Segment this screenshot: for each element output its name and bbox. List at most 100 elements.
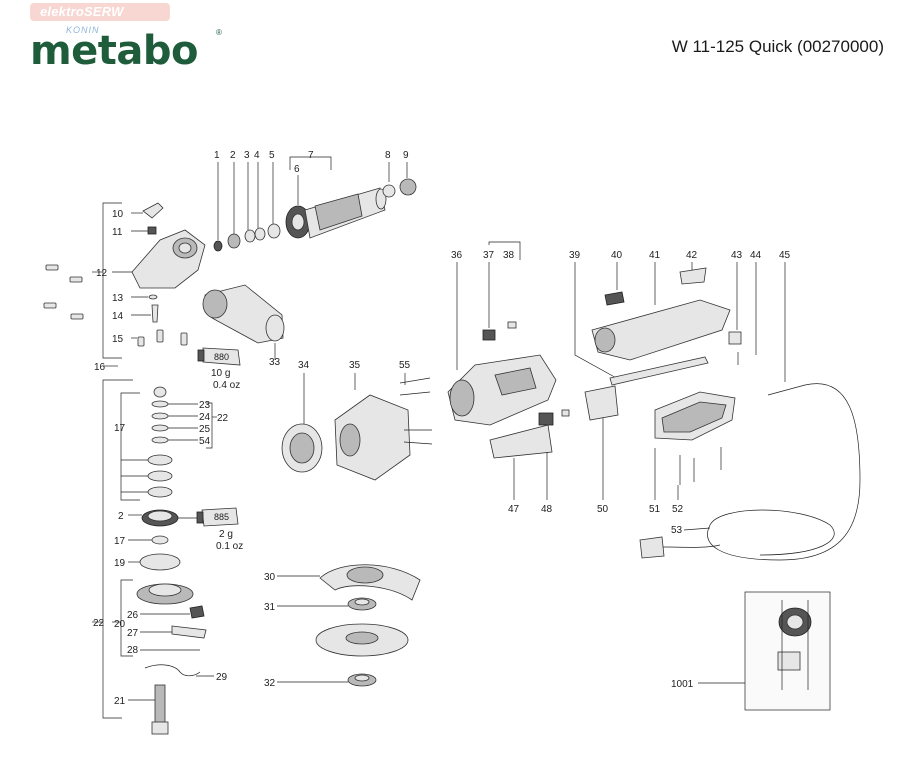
part-35-stator	[334, 373, 433, 481]
part-10-lever	[142, 202, 164, 219]
header: elektroSERW KONIN metabo ® W 11-125 Quic…	[0, 0, 918, 90]
callout-21: 21	[114, 696, 126, 707]
callout-30: 30	[264, 572, 276, 583]
brand-logo: metabo	[30, 28, 199, 74]
callout-2-b: 2	[118, 511, 124, 522]
watermark-badge	[30, 3, 170, 21]
registered-mark: ®	[216, 28, 222, 37]
lower-gear-parts	[128, 535, 214, 735]
grinding-disc	[315, 623, 409, 657]
watermark-text: elektroSERW	[40, 4, 124, 19]
callout-27: 27	[127, 628, 139, 639]
callout-51: 51	[649, 504, 661, 515]
part-31-flange	[277, 597, 377, 611]
part-30-wheel-guard	[277, 564, 421, 601]
grease-885-weight: 2 g	[219, 529, 233, 540]
callout-42: 42	[686, 250, 698, 261]
callout-47: 47	[508, 504, 520, 515]
part-32-clamping-nut	[277, 673, 377, 687]
callout-41: 41	[649, 250, 661, 261]
model-title: W 11-125 Quick (00270000)	[671, 37, 884, 56]
callout-39: 39	[569, 250, 581, 261]
callout-3: 3	[244, 150, 250, 161]
parts-37-38-brushes	[482, 241, 521, 341]
callout-53: 53	[671, 525, 683, 536]
callout-10: 10	[112, 209, 124, 220]
callout-22-b: 22	[93, 618, 105, 629]
screws-left	[43, 264, 188, 347]
callout-54: 54	[199, 436, 211, 447]
part-14-pin	[151, 304, 159, 323]
callout-44: 44	[750, 250, 762, 261]
callout-36: 36	[451, 250, 463, 261]
callout-4: 4	[254, 150, 260, 161]
part-41-handle-cover	[591, 299, 731, 361]
callout-11: 11	[112, 227, 123, 238]
callout-50: 50	[597, 504, 609, 515]
part-51-handle-shell	[654, 391, 736, 500]
callout-24: 24	[199, 412, 211, 423]
callout-38: 38	[503, 250, 515, 261]
part-45-53-power-cord	[639, 262, 861, 561]
callout-17-a: 17	[114, 423, 126, 434]
callout-34: 34	[298, 360, 310, 371]
callout-20: 20	[114, 619, 126, 630]
parts-47-48-labels	[489, 424, 553, 500]
callout-2: 2	[230, 150, 236, 161]
callout-17-b: 17	[114, 536, 126, 547]
callout-55: 55	[399, 360, 411, 371]
callout-5: 5	[269, 150, 275, 161]
callout-23: 23	[199, 400, 211, 411]
callout-25: 25	[199, 424, 211, 435]
grease-880-code: 880	[214, 352, 229, 362]
callout-12: 12	[96, 268, 108, 279]
armature-row	[213, 156, 417, 252]
callout-35: 35	[349, 360, 361, 371]
callout-45: 45	[779, 250, 791, 261]
part-33-side-handle	[202, 284, 285, 360]
bracket-group-lower	[92, 379, 217, 719]
callout-22-a: 22	[217, 413, 229, 424]
part-52-screws	[677, 447, 722, 500]
part-1001-inset	[698, 591, 831, 711]
callout-13: 13	[112, 293, 124, 304]
part-39-switch-rod	[574, 262, 709, 386]
part-11-spring	[147, 226, 157, 235]
grease-885-code: 885	[214, 512, 229, 522]
callout-7: 7	[308, 150, 314, 161]
callout-19: 19	[114, 558, 126, 569]
watermark-subtext: KONIN	[66, 25, 100, 35]
part-34-fan-guide	[281, 373, 323, 473]
callout-33: 33	[269, 357, 281, 368]
callout-8: 8	[385, 150, 391, 161]
callout-1001: 1001	[671, 679, 694, 690]
callout-15: 15	[112, 334, 124, 345]
callout-48: 48	[541, 504, 553, 515]
part-50-switch	[538, 385, 619, 500]
grease-tube-880	[197, 347, 241, 366]
callout-labels: 1 2 3 4 5 6 7 8 9 10 11 12 13 14 15 16 3…	[93, 150, 791, 707]
callout-1: 1	[214, 150, 220, 161]
grease-880-weight: 10 g	[211, 368, 230, 379]
part-36-motor-housing	[447, 262, 557, 426]
callout-37: 37	[483, 250, 495, 261]
grease-885-oz: 0.1 oz	[216, 541, 243, 552]
bracket-group-left	[92, 202, 122, 367]
part-2-bevel-gear	[128, 509, 200, 527]
grease-880-oz: 0.4 oz	[213, 380, 240, 391]
callout-52: 52	[672, 504, 684, 515]
callout-43: 43	[731, 250, 743, 261]
callout-14: 14	[112, 311, 124, 322]
callout-31: 31	[264, 602, 276, 613]
callout-28: 28	[127, 645, 139, 656]
callout-40: 40	[611, 250, 623, 261]
callout-32: 32	[264, 678, 276, 689]
grease-tube-885	[196, 507, 239, 527]
part-12-gear-housing	[131, 229, 206, 289]
callout-16: 16	[94, 362, 106, 373]
callout-29: 29	[216, 672, 228, 683]
callout-9: 9	[403, 150, 409, 161]
callout-6: 6	[294, 164, 300, 175]
lower-washers	[121, 386, 198, 498]
parts-40-44-switch-parts	[604, 262, 757, 365]
